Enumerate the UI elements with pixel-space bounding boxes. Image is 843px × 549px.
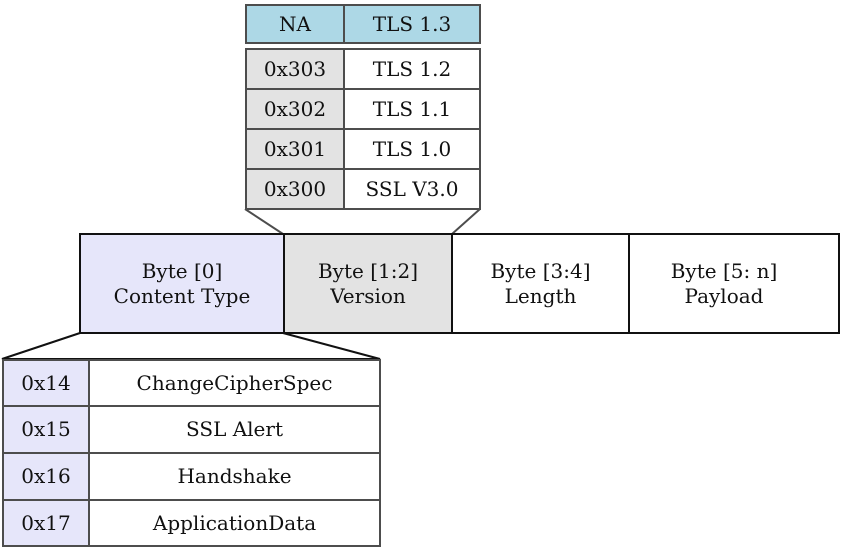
record-field-range: Byte [3:4] bbox=[490, 258, 591, 283]
content-type-connector bbox=[1, 332, 381, 360]
content-type-code: 0x17 bbox=[2, 499, 90, 547]
record-field-label: Length bbox=[504, 283, 577, 308]
content-type-name: SSL Alert bbox=[88, 405, 381, 454]
record-byte-version: Byte [1:2] Version bbox=[283, 233, 453, 334]
version-code: 0x301 bbox=[245, 128, 345, 170]
content-type-code: 0x14 bbox=[2, 359, 90, 407]
record-field-range: Byte [5: n] bbox=[670, 258, 778, 283]
record-field-label: Payload bbox=[684, 283, 764, 308]
record-byte-content-type: Byte [0] Content Type bbox=[79, 233, 285, 334]
content-type-name: ChangeCipherSpec bbox=[88, 359, 381, 407]
record-field-label: Version bbox=[330, 283, 406, 308]
content-type-name: ApplicationData bbox=[88, 499, 381, 547]
version-name: SSL V3.0 bbox=[343, 168, 481, 210]
record-byte-length: Byte [3:4] Length bbox=[451, 233, 630, 334]
content-type-code: 0x16 bbox=[2, 452, 90, 501]
content-type-name: Handshake bbox=[88, 452, 381, 501]
version-connector bbox=[244, 208, 481, 235]
version-name: TLS 1.2 bbox=[343, 48, 481, 90]
record-byte-payload: Byte [5: n] Payload bbox=[628, 233, 840, 334]
version-name: TLS 1.0 bbox=[343, 128, 481, 170]
version-code: 0x303 bbox=[245, 48, 345, 90]
version-code: 0x300 bbox=[245, 168, 345, 210]
version-name: TLS 1.1 bbox=[343, 88, 481, 130]
record-field-label: Content Type bbox=[113, 283, 251, 308]
version-header-name: TLS 1.3 bbox=[343, 4, 481, 44]
record-field-range: Byte [1:2] bbox=[317, 258, 419, 283]
record-field-range: Byte [0] bbox=[141, 258, 223, 283]
content-type-code: 0x15 bbox=[2, 405, 90, 454]
version-header-code: NA bbox=[245, 4, 345, 44]
version-code: 0x302 bbox=[245, 88, 345, 130]
